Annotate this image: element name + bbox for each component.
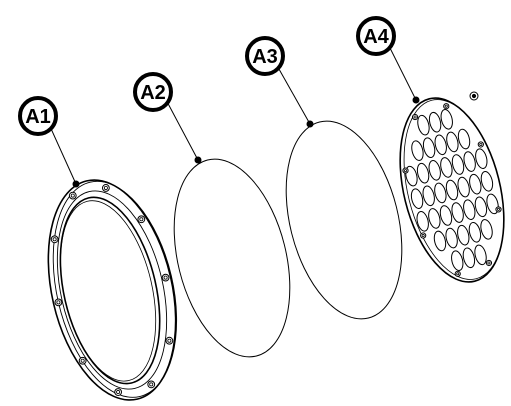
- perforation-hole: [440, 157, 453, 178]
- perforation-hole: [475, 148, 488, 169]
- callout-a1-label: A1: [25, 106, 51, 128]
- bolt-hole: [402, 167, 409, 174]
- callout-a1: A1: [18, 96, 58, 136]
- perforation-hole: [422, 137, 436, 159]
- bolt-hole-inner: [52, 237, 57, 242]
- callout-a3: A3: [245, 36, 285, 76]
- perforation-hole: [445, 227, 458, 249]
- part-a3-gasket: [285, 120, 403, 320]
- perforation-hole: [422, 185, 435, 207]
- perforation-hole: [434, 182, 447, 204]
- callout-a2-label: A2: [140, 82, 166, 104]
- bolt-hole-inner: [404, 169, 408, 173]
- bolt-hole-inner: [496, 207, 500, 211]
- flange-bolt-holes: [50, 184, 174, 396]
- bolt-hole: [101, 184, 110, 192]
- bolt-hole: [161, 273, 170, 282]
- perforation-hole: [451, 202, 464, 223]
- bolt-hole-inner: [116, 390, 121, 395]
- bolt-hole: [443, 103, 450, 110]
- callout-a4: A4: [356, 16, 396, 56]
- perforation-hole: [411, 140, 424, 161]
- perforation-hole: [434, 134, 447, 156]
- bolt-hole-inner: [103, 185, 108, 190]
- callout-a2: A2: [133, 72, 173, 112]
- bolt-hole: [114, 388, 123, 396]
- perforation-hole: [474, 196, 488, 218]
- part-a1-flange-ring: [47, 179, 178, 401]
- bolt-hole-inner: [456, 272, 460, 276]
- plate-corner-screw: [469, 91, 479, 101]
- leader-lines: [47, 39, 420, 188]
- perforation-hole: [463, 199, 476, 220]
- perforation-hole: [416, 211, 429, 232]
- perforation-hole: [451, 154, 465, 175]
- perforation-hole: [446, 131, 459, 153]
- bolt-hole-inner: [421, 234, 425, 238]
- bolt-hole: [54, 298, 63, 307]
- bolt-hole-inner: [413, 115, 417, 119]
- bolt-hole: [420, 232, 427, 239]
- callout-a3-label: A3: [252, 46, 278, 68]
- perforation-hole: [439, 205, 453, 226]
- bolt-hole: [165, 336, 174, 345]
- perforation-hole: [405, 165, 418, 187]
- perforation-hole: [428, 111, 442, 133]
- bolt-hole-inner: [479, 142, 483, 146]
- bolt-hole: [50, 235, 59, 244]
- perforation-hole: [416, 162, 430, 184]
- perforation-hole: [457, 176, 470, 198]
- part-a4-perforated-plate: [399, 91, 505, 283]
- bolt-hole-inner: [167, 338, 172, 343]
- perforation-hole: [433, 230, 447, 252]
- bolt-hole-inner: [163, 275, 168, 280]
- bolt-hole: [68, 191, 77, 200]
- bolt-hole-inner: [56, 300, 61, 305]
- bolt-hole: [147, 380, 156, 389]
- perforation-hole: [451, 250, 464, 271]
- perforation-hole: [469, 173, 482, 195]
- perforation-hole: [474, 244, 487, 266]
- perforation-hole: [417, 114, 430, 136]
- perforation-hole: [463, 151, 476, 172]
- bolt-hole: [477, 141, 484, 148]
- part-a2-gasket: [173, 158, 291, 358]
- bolt-hole: [411, 113, 419, 121]
- perforation-hole: [480, 219, 493, 240]
- perforation-hole: [486, 193, 499, 215]
- bolt-hole-inner: [80, 358, 85, 363]
- bolt-hole: [454, 270, 461, 277]
- perforation-hole: [457, 128, 471, 150]
- bolt-hole: [137, 215, 146, 224]
- callout-a4-label: A4: [363, 26, 389, 48]
- bolt-hole: [485, 259, 493, 267]
- perforation-hole: [445, 179, 459, 201]
- bolt-hole-inner: [444, 104, 448, 108]
- perforation-hole: [462, 247, 476, 269]
- bolt-hole-inner: [70, 193, 75, 198]
- perforation-hole: [428, 160, 441, 181]
- perforation-hole: [410, 188, 424, 209]
- plate-mounting-holes: [402, 103, 502, 277]
- plate-perforations: [405, 109, 499, 271]
- bolt-hole-inner: [487, 261, 491, 265]
- perforation-hole: [440, 109, 453, 130]
- perforation-hole: [428, 208, 441, 229]
- perforation-hole: [480, 171, 494, 192]
- bolt-hole: [78, 356, 87, 365]
- bolt-hole-inner: [139, 217, 144, 222]
- perforation-hole: [468, 221, 482, 243]
- bolt-hole-inner: [149, 382, 154, 387]
- perforation-hole: [457, 224, 470, 246]
- bolt-hole: [495, 206, 502, 213]
